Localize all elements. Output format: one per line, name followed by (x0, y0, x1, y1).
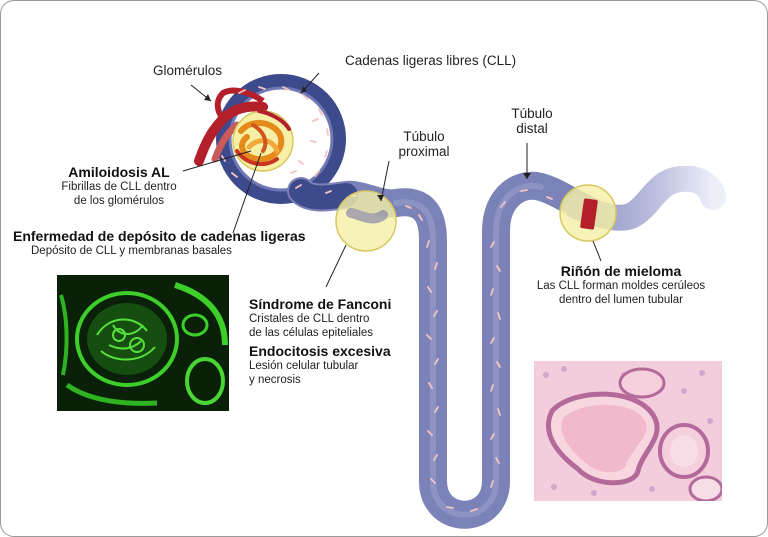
condition-fanconi: Síndrome de Fanconi Cristales de CLL den… (249, 296, 392, 339)
condition-rinon-mieloma: Riñón de mieloma Las CLL forman moldes c… (531, 263, 711, 307)
label-tubulo-distal: Túbulo distal (511, 106, 553, 136)
enfermedad-title: Enfermedad de depósito de cadenas ligera… (13, 228, 306, 244)
fanconi-title: Síndrome de Fanconi (249, 296, 392, 312)
label-cll: Cadenas ligeras libres (CLL) (345, 53, 517, 68)
flc-particles (221, 86, 567, 512)
cast (580, 198, 598, 230)
histology-micrograph (534, 361, 722, 501)
condition-enfermedad: Enfermedad de depósito de cadenas ligera… (13, 228, 306, 257)
glomerular-tuft (235, 109, 291, 167)
label-glomerulos: Glomérulos (153, 63, 223, 78)
rinon-title: Riñón de mieloma (560, 263, 682, 279)
condition-endocitosis: Endocitosis excesiva Lesión celular tubu… (249, 343, 391, 386)
condition-amiloidosis: Amiloidosis AL Fibrillas de CLL dentro d… (53, 164, 185, 208)
amiloidosis-title: Amiloidosis AL (68, 164, 170, 180)
endocitosis-title: Endocitosis excesiva (249, 343, 391, 359)
label-tubulo-proximal: Túbulo proximal (398, 129, 450, 159)
fluorescence-micrograph (57, 275, 229, 411)
